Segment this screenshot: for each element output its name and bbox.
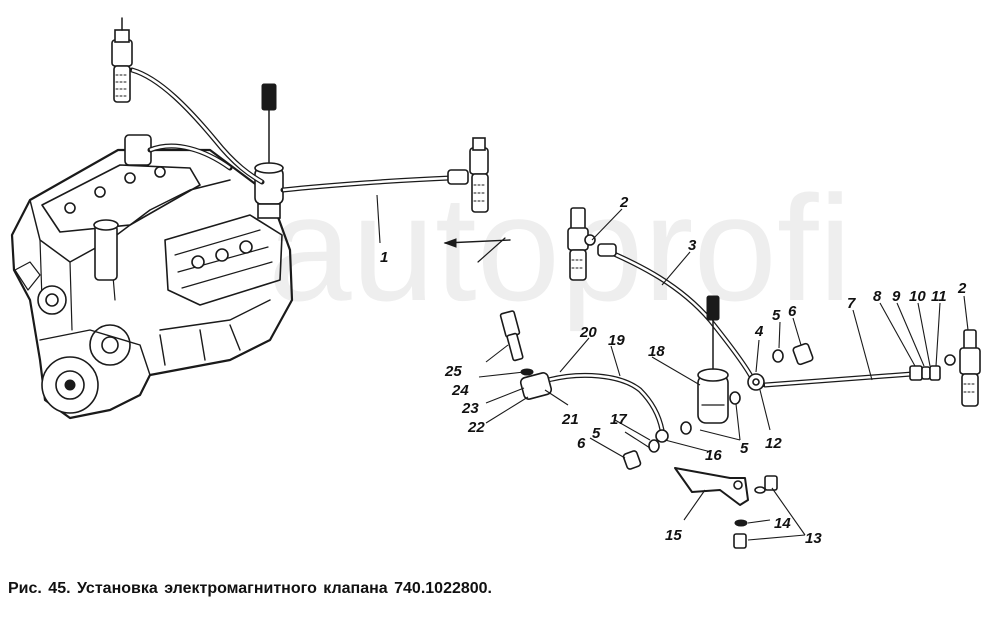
engine-fuel-lines — [111, 17, 489, 213]
hose-19 — [519, 372, 669, 443]
callout-4: 4 — [754, 323, 764, 340]
callout-23: 23 — [461, 400, 479, 417]
injector-2-right — [944, 329, 981, 407]
callout-25: 25 — [444, 363, 462, 380]
callout-7: 7 — [847, 295, 856, 312]
callout-10: 10 — [909, 288, 926, 305]
callout-11: 11 — [931, 288, 947, 305]
pipe-7 — [762, 365, 941, 388]
washer-bolt-upper — [680, 342, 814, 435]
callout-15: 15 — [665, 527, 682, 544]
watermark: autoprofi — [268, 164, 852, 332]
callout-5-lower: 5 — [592, 425, 601, 442]
callout-8: 8 — [873, 288, 882, 305]
callout-6-upper: 6 — [788, 303, 797, 320]
leader-lines — [376, 194, 969, 541]
callout-24: 24 — [451, 382, 469, 399]
callout-5-valve: 5 — [740, 440, 749, 457]
banjo-bolt-25 — [499, 310, 534, 376]
callout-labels: 1 2 3 4 5 6 7 8 9 10 11 2 12 5 18 19 20 … — [380, 194, 967, 547]
callout-22: 22 — [467, 419, 485, 436]
banjo-fitting-12 — [747, 373, 765, 391]
callout-2-right: 2 — [957, 280, 967, 297]
bolt-6-lower — [622, 439, 660, 470]
callout-21: 21 — [561, 411, 579, 428]
callout-1: 1 — [380, 249, 388, 266]
direction-arrow — [443, 237, 511, 263]
callout-16: 16 — [705, 447, 722, 464]
injector-2-left — [567, 207, 596, 281]
solenoid-valve-18 — [697, 295, 729, 424]
figure-caption: Рис. 45. Установка электромагнитного кла… — [8, 580, 492, 597]
callout-5-upper: 5 — [772, 307, 781, 324]
callout-12: 12 — [765, 435, 782, 452]
callout-17: 17 — [610, 411, 627, 428]
callout-6-lower: 6 — [577, 435, 586, 452]
callout-9: 9 — [892, 288, 901, 305]
callout-13: 13 — [805, 530, 822, 547]
technical-drawing: autoprofi — [10, 17, 981, 549]
callout-20: 20 — [579, 324, 597, 341]
callout-3: 3 — [688, 237, 697, 254]
bracket-15 — [674, 467, 778, 549]
callout-18: 18 — [648, 343, 665, 360]
engine-assembly — [10, 83, 294, 420]
pipe-3 — [597, 243, 755, 381]
callout-19: 19 — [608, 332, 625, 349]
callout-2-left: 2 — [619, 194, 629, 211]
callout-14: 14 — [774, 515, 791, 532]
